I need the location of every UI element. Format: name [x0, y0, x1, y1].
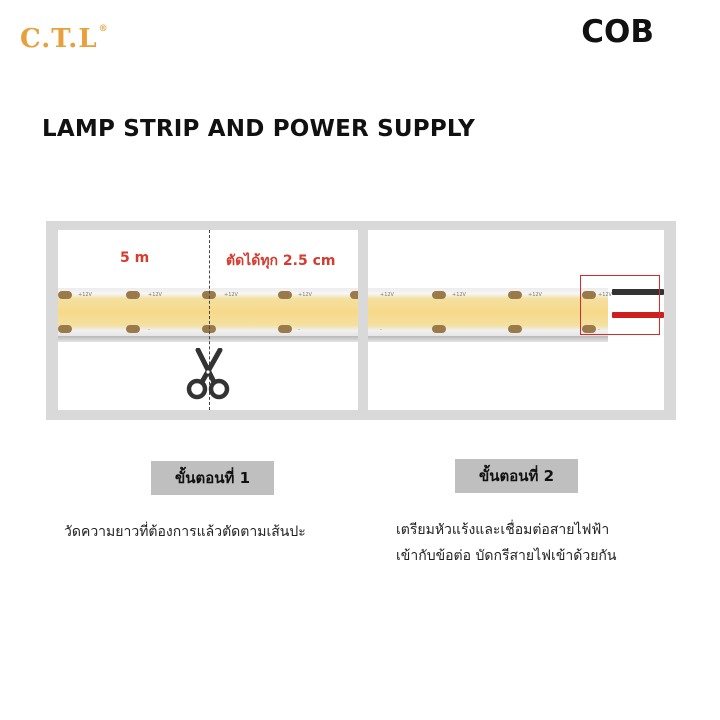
- solder-pad: [582, 291, 596, 299]
- connection-highlight-box: [580, 275, 660, 335]
- strip-marking: +12V: [380, 292, 394, 298]
- illustration-frame: 5 m ตัดได้ทุก 2.5 cm +12V +12V +12V +12V…: [46, 221, 676, 420]
- logo-text: C.T.L: [20, 24, 98, 54]
- page-title: LAMP STRIP AND POWER SUPPLY: [42, 116, 476, 142]
- solder-pad: [432, 325, 446, 333]
- strip-marking: +12V: [78, 292, 92, 298]
- strip-marking: +12V: [224, 292, 238, 298]
- cut-line: [209, 230, 210, 410]
- led-strip: +12V +12V +12V +12V - -: [368, 288, 612, 336]
- solder-pad: [126, 325, 140, 333]
- solder-pad: [582, 325, 596, 333]
- strip-marking: +12V: [528, 292, 542, 298]
- solder-pad: [508, 291, 522, 299]
- solder-pad: [508, 325, 522, 333]
- strip-minus: -: [598, 327, 600, 333]
- cut-interval-label: ตัดได้ทุก 2.5 cm: [226, 253, 336, 269]
- solder-pad: [278, 291, 292, 299]
- negative-wire: [612, 312, 664, 318]
- step-2-line: เข้ากับข้อต่อ บัดกรีสายไฟเข้าด้วยกัน: [396, 548, 617, 564]
- strip-minus: -: [148, 327, 150, 333]
- step-2-description: เตรียมหัวแร้งและเชื่อมต่อสายไฟฟ้า เข้ากั…: [396, 517, 616, 569]
- solder-pad: [432, 291, 446, 299]
- strip-minus: -: [298, 327, 300, 333]
- scissors-icon: [186, 348, 230, 400]
- step-1-label: ขั้นตอนที่ 1: [151, 461, 274, 495]
- strip-shadow: [58, 336, 358, 342]
- solder-pad: [350, 291, 358, 299]
- step-2-line: เตรียมหัวแร้งและเชื่อมต่อสายไฟฟ้า: [396, 522, 610, 538]
- strip-minus: -: [380, 327, 382, 333]
- registered-mark: ®: [98, 24, 109, 34]
- product-type-badge: COB: [581, 14, 654, 50]
- step-2-label: ขั้นตอนที่ 2: [455, 459, 578, 493]
- strip-marking: +12V: [298, 292, 312, 298]
- step-1-description: วัดความยาวที่ต้องการแล้วตัดตามเส้นปะ: [64, 519, 306, 545]
- solder-pad: [58, 291, 72, 299]
- length-label: 5 m: [120, 250, 150, 266]
- cut-illustration-panel: 5 m ตัดได้ทุก 2.5 cm +12V +12V +12V +12V…: [58, 230, 358, 410]
- brand-logo: C.T.L®: [20, 24, 109, 54]
- solder-pad: [126, 291, 140, 299]
- strip-marking: +12V: [148, 292, 162, 298]
- step-1-line: วัดความยาวที่ต้องการแล้วตัดตามเส้นปะ: [64, 524, 306, 540]
- strip-marking: +12V: [452, 292, 466, 298]
- positive-wire: [612, 289, 664, 295]
- solder-pad: [278, 325, 292, 333]
- led-strip: +12V +12V +12V +12V - -: [58, 288, 358, 336]
- strip-marking: +12V: [598, 292, 612, 298]
- wire-connection-panel: +12V +12V +12V +12V - -: [368, 230, 664, 410]
- solder-pad: [58, 325, 72, 333]
- strip-shadow: [368, 336, 608, 342]
